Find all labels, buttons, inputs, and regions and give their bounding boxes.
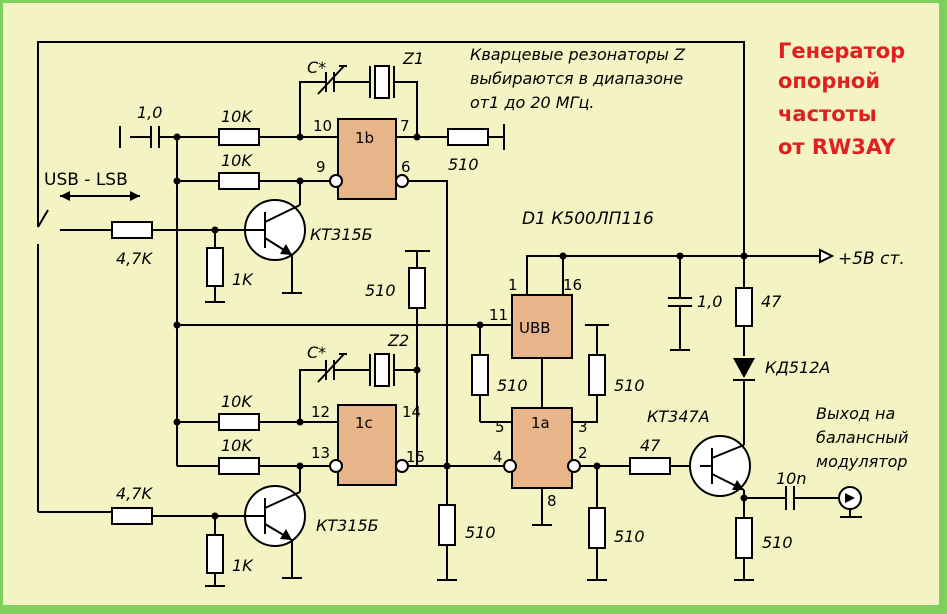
pin-6: 6 <box>401 158 411 176</box>
note-line-3: от1 до 20 МГц. <box>470 93 594 112</box>
label-r-emit: 510 <box>762 533 793 552</box>
note-line-2: выбираются в диапазоне <box>470 69 683 88</box>
resistor-510-a2 <box>588 507 606 549</box>
label-r-q2-base: 4,7K <box>116 484 153 503</box>
label-r-q2-pd: 1K <box>232 556 254 575</box>
label-r-bot2: 10K <box>221 436 253 455</box>
pin-9: 9 <box>316 158 326 176</box>
resistor-10k-bot1 <box>218 413 260 431</box>
label-cap-out: 10n <box>776 469 807 488</box>
pin-14: 14 <box>402 403 421 421</box>
title-line-1: Генератор <box>778 39 905 63</box>
resistor-510-a3 <box>588 354 606 396</box>
switch-arrow-icon <box>60 191 140 201</box>
resistor-510-out-top <box>447 128 489 146</box>
label-r-q1-base: 4,7K <box>116 249 153 268</box>
wires <box>37 41 838 587</box>
chip-1a-label: 1a <box>531 414 550 432</box>
resistor-10k-bot2 <box>218 457 260 475</box>
output-line-2: балансный <box>816 428 908 447</box>
pin-16: 16 <box>563 276 582 294</box>
resistor-510-mid <box>408 267 426 309</box>
label-r-top1: 10K <box>221 107 253 126</box>
pin-4: 4 <box>493 448 503 466</box>
pin-3: 3 <box>578 418 588 436</box>
output-line-1: Выход на <box>816 404 895 423</box>
title-line-2: опорной <box>778 69 880 93</box>
label-q1: КТ315Б <box>310 225 373 244</box>
label-q2: КТ315Б <box>316 516 379 535</box>
pin-12: 12 <box>311 403 330 421</box>
note-line-1: Кварцевые резонаторы Z <box>470 45 686 64</box>
diode-kd512a <box>733 358 755 381</box>
power-label: +5В ст. <box>838 249 905 269</box>
transistor-q3 <box>689 435 751 497</box>
switch-label: USB - LSB <box>44 170 128 190</box>
label-r-bot1: 10K <box>221 392 253 411</box>
cap-input <box>150 126 160 148</box>
pin-7: 7 <box>400 117 410 135</box>
label-r-q1-pd: 1K <box>232 270 254 289</box>
resistor-47-power <box>735 287 753 327</box>
resistor-47-base <box>629 457 671 475</box>
resistor-4k7-q1 <box>111 221 153 239</box>
pin-8: 8 <box>547 492 557 510</box>
resistor-510-a5 <box>471 354 489 396</box>
trimmer-cap-top <box>316 65 347 95</box>
pin-10: 10 <box>313 117 332 135</box>
chip-1b-label: 1b <box>355 129 374 147</box>
resistor-10k-top2 <box>218 172 260 190</box>
output-connector-icon <box>838 486 862 518</box>
transistor-q2 <box>244 485 306 547</box>
label-r-a5: 510 <box>497 376 528 395</box>
chip-ubb <box>511 294 573 359</box>
resistor-510-c15 <box>438 504 456 546</box>
transistor-q1 <box>244 199 306 261</box>
chip-1a <box>503 407 581 489</box>
resistor-1k-q1 <box>206 247 224 287</box>
crystal-z1 <box>369 65 395 99</box>
label-r-47: 47 <box>761 292 782 311</box>
label-diode: КД512А <box>765 358 830 377</box>
pin-2: 2 <box>578 444 588 462</box>
pin-15: 15 <box>406 448 425 466</box>
label-r-mid: 510 <box>365 281 396 300</box>
title-line-3: частоты <box>778 102 877 126</box>
label-r-base47: 47 <box>640 436 661 455</box>
label-cap-pw: 1,0 <box>697 292 722 311</box>
label-cs-bot: C* <box>307 343 326 362</box>
resistor-1k-q2 <box>206 534 224 574</box>
label-r-top2: 10K <box>221 151 253 170</box>
pin-13: 13 <box>311 444 330 462</box>
label-r-a3: 510 <box>614 376 645 395</box>
label-r-out-top: 510 <box>448 155 479 174</box>
chip-1c <box>329 404 409 486</box>
junction-dots <box>173 133 748 520</box>
resistor-10k-top1 <box>218 128 260 146</box>
output-line-3: модулятор <box>816 452 908 471</box>
pin-1: 1 <box>508 276 518 294</box>
label-cap-in: 1,0 <box>137 103 162 122</box>
frame-background <box>3 3 939 605</box>
label-q3: КТ347А <box>647 407 710 426</box>
resistor-510-emitter <box>735 517 753 559</box>
label-r-a2: 510 <box>614 527 645 546</box>
trimmer-cap-bottom <box>316 353 347 383</box>
crystal-z2 <box>369 353 395 387</box>
chip-name-label: D1 К500ЛП116 <box>522 209 654 229</box>
cap-output <box>785 486 795 510</box>
label-cs-top: C* <box>307 58 326 77</box>
label-r-c15: 510 <box>465 523 496 542</box>
chip-1b <box>329 118 409 200</box>
chip-ubb-label: UBB <box>519 319 551 337</box>
pin-5: 5 <box>495 418 505 436</box>
title-line-4: от RW3AY <box>778 135 896 159</box>
label-z2: Z2 <box>387 331 409 350</box>
pin-11: 11 <box>489 306 508 324</box>
chip-1c-label: 1c <box>355 414 373 432</box>
resistor-4k7-q2 <box>111 507 153 525</box>
label-z1: Z1 <box>402 49 424 68</box>
